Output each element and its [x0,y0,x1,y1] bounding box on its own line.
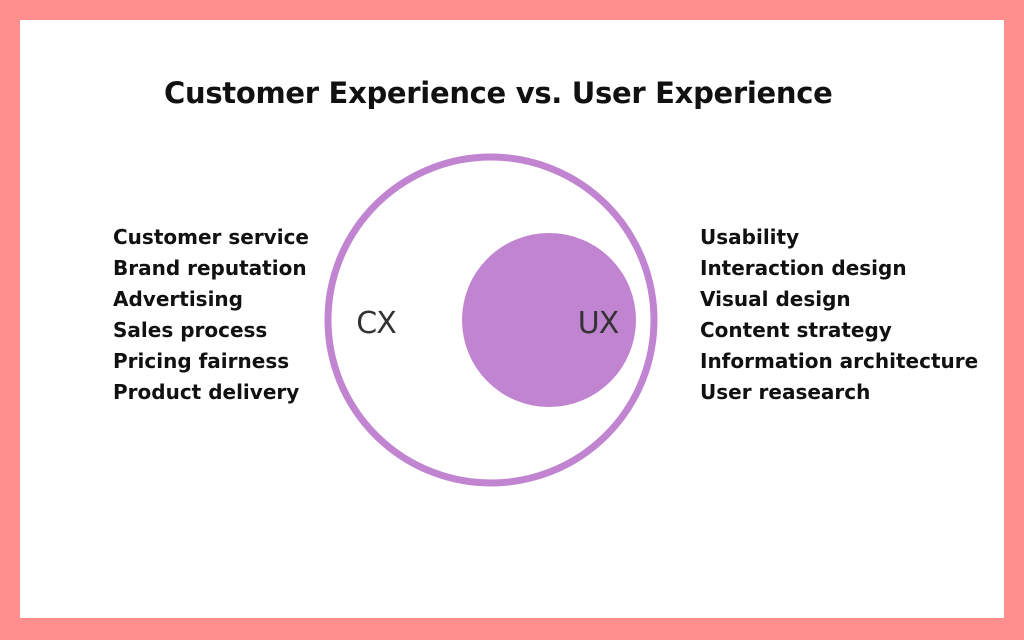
ux-inner-circle [462,233,636,407]
diagram-title: Customer Experience vs. User Experience [164,76,833,110]
cx-factor-item: Product delivery [113,380,300,404]
cx-factor-list: Customer service Brand reputation Advert… [113,222,309,408]
cx-factor-item: Sales process [113,318,268,342]
ux-factor-item: Interaction design [700,256,907,280]
ux-factor-item: User reasearch [700,380,871,404]
ux-factor-item: Visual design [700,287,851,311]
cx-outer-circle [324,153,658,487]
ux-label: UX [578,306,619,341]
cx-factor-item: Pricing fairness [113,349,290,373]
ux-factor-item: Information architecture [700,349,979,373]
cx-factor-item: Advertising [113,287,243,311]
diagram-card: Customer Experience vs. User Experience … [20,20,1004,618]
cx-factor-item: Customer service [113,225,309,249]
ux-factor-item: Content strategy [700,318,892,342]
cx-label: CX [356,306,396,341]
ux-factor-item: Usability [700,225,800,249]
cx-factor-item: Brand reputation [113,256,307,280]
ux-factor-list: Usability Interaction design Visual desi… [700,222,978,408]
